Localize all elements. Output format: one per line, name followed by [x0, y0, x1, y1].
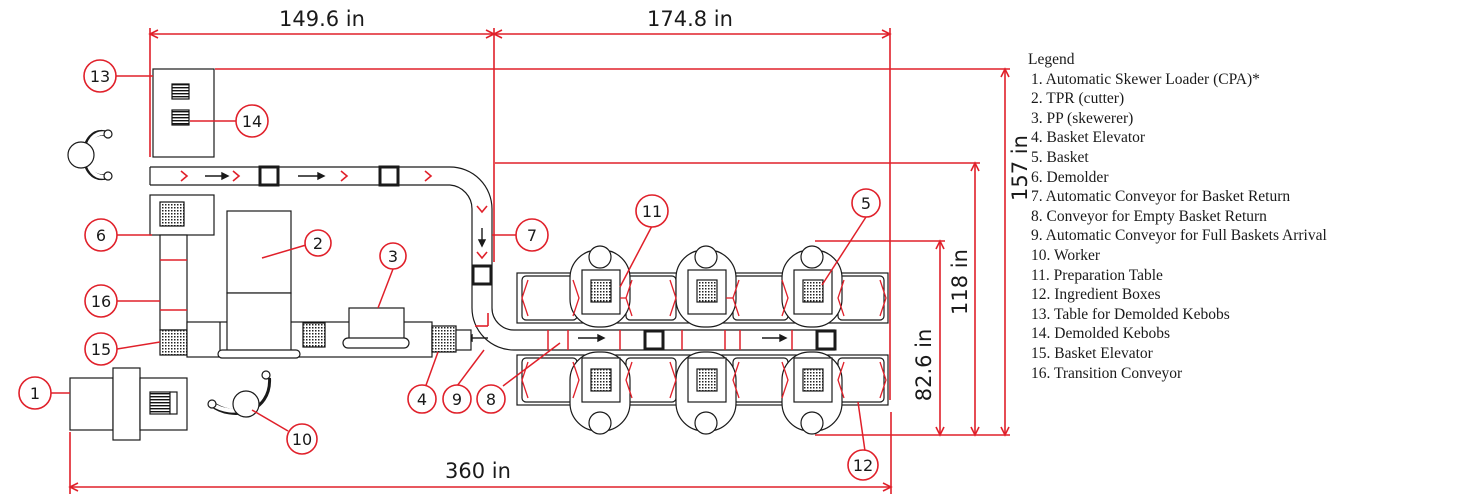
- dimension-labels: 149.6 in 174.8 in 360 in 157 in 118 in 8…: [279, 7, 1032, 483]
- transition-conveyor: [159, 234, 188, 331]
- prep-top-red: [521, 279, 887, 317]
- conveyor-chevrons: [180, 170, 489, 327]
- legend-item: 16. Transition Conveyor: [1031, 364, 1183, 382]
- legend-item: 5. Basket: [1031, 148, 1089, 166]
- basket-elevator-left: [159, 329, 188, 356]
- dim-82-label: 82.6 in: [912, 329, 936, 402]
- svg-text:14: 14: [242, 112, 262, 131]
- callout-1: 1: [18, 376, 52, 410]
- callout-leaders: [51, 75, 867, 452]
- legend-item: 2. TPR (cutter): [1031, 90, 1125, 108]
- svg-text:16: 16: [91, 292, 111, 311]
- svg-text:13: 13: [90, 67, 110, 86]
- dim-360-label: 360 in: [445, 459, 511, 483]
- svg-text:6: 6: [96, 226, 106, 245]
- worker-bottom: [207, 370, 272, 418]
- prep-bottom-red: [521, 361, 887, 399]
- svg-text:7: 7: [527, 226, 537, 245]
- svg-text:1: 1: [30, 384, 40, 403]
- callout-14: 14: [235, 104, 269, 138]
- callout-7: 7: [515, 218, 549, 252]
- legend-item: 9. Automatic Conveyor for Full Baskets A…: [1031, 227, 1327, 245]
- callouts: 1 2 3 4 5 6 7 8 9 10 11 12 13 14 15 16: [18, 59, 881, 481]
- legend-item: 11. Preparation Table: [1031, 266, 1163, 284]
- legend-item: 4. Basket Elevator: [1031, 129, 1146, 147]
- svg-text:2: 2: [313, 234, 323, 253]
- legend-item: 15. Basket Elevator: [1031, 344, 1153, 362]
- svg-text:15: 15: [91, 340, 111, 359]
- demolder: [149, 194, 215, 236]
- svg-text:3: 3: [388, 247, 398, 266]
- legend-item: 14. Demolded Kebobs: [1031, 325, 1171, 343]
- callout-4: 4: [407, 384, 437, 414]
- callout-11: 11: [635, 194, 669, 228]
- svg-text:5: 5: [861, 194, 871, 213]
- worker-top-left: [67, 129, 113, 181]
- callout-5: 5: [851, 188, 881, 218]
- svg-text:10: 10: [292, 430, 312, 449]
- callout-9: 9: [442, 384, 472, 414]
- dim-149-label: 149.6 in: [279, 7, 365, 31]
- callout-13: 13: [83, 59, 117, 93]
- callout-3: 3: [379, 242, 407, 270]
- svg-text:4: 4: [417, 390, 427, 409]
- callout-12: 12: [847, 449, 879, 481]
- legend: Legend 1. Automatic Skewer Loader (CPA)*…: [1028, 50, 1327, 383]
- dimension-lines: [68, 28, 1010, 494]
- baskets: [258, 165, 837, 351]
- svg-text:8: 8: [486, 390, 496, 409]
- legend-title: Legend: [1028, 51, 1075, 68]
- svg-text:9: 9: [452, 390, 462, 409]
- demolded-kebob-table: [152, 68, 215, 158]
- callout-6: 6: [84, 218, 118, 252]
- processing-line: [186, 210, 472, 359]
- prep-tables-top: [516, 245, 889, 328]
- callout-10: 10: [286, 423, 318, 455]
- legend-item: 7. Automatic Conveyor for Basket Return: [1031, 188, 1291, 206]
- legend-item: 13. Table for Demolded Kebobs: [1031, 305, 1230, 323]
- callout-16: 16: [84, 284, 118, 318]
- svg-text:11: 11: [642, 202, 662, 221]
- legend-item: 12. Ingredient Boxes: [1031, 286, 1161, 304]
- legend-item: 1. Automatic Skewer Loader (CPA)*: [1031, 70, 1260, 88]
- callout-15: 15: [84, 332, 118, 366]
- skewer-loader: [69, 367, 188, 441]
- legend-item: 3. PP (skewerer): [1031, 109, 1134, 127]
- dim-174-label: 174.8 in: [647, 7, 733, 31]
- dim-157-label: 157 in: [1008, 135, 1032, 201]
- callout-8: 8: [476, 384, 506, 414]
- legend-item: 10. Worker: [1031, 246, 1101, 264]
- legend-item: 6. Demolder: [1031, 168, 1109, 186]
- conveyor-dividers: [547, 330, 793, 350]
- dim-118-label: 118 in: [948, 249, 972, 315]
- callout-2: 2: [304, 229, 332, 257]
- svg-text:12: 12: [853, 456, 873, 475]
- transition-dividers: [160, 259, 187, 311]
- legend-item: 8. Conveyor for Empty Basket Return: [1031, 207, 1267, 225]
- prep-tables-bottom: [516, 351, 889, 435]
